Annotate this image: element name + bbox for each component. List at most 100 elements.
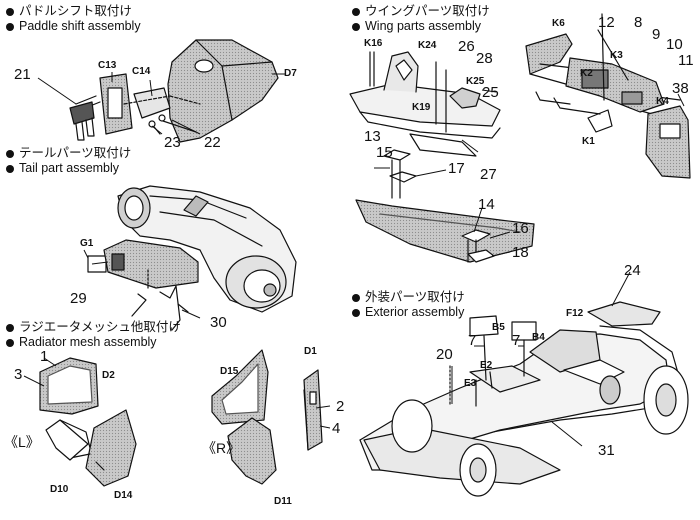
paddle-part-c14	[133, 87, 171, 119]
section-radiator-mesh: ラジエータメッシュ他取付け Radiator mesh assembly	[6, 320, 181, 350]
part-label: 13	[364, 128, 381, 145]
section-title-jp: ラジエータメッシュ他取付け	[19, 320, 181, 334]
side-label-right: 《R》	[202, 440, 241, 456]
front-wing-drawing	[525, 13, 691, 179]
section-title-jp: 外装パーツ取付け	[365, 290, 465, 304]
part-code: D1	[304, 346, 317, 357]
part-code: D15	[220, 366, 239, 377]
endplate-k6	[525, 33, 573, 75]
part-code: E3	[464, 378, 477, 389]
section-title-jp: テールパーツ取付け	[19, 146, 132, 160]
part-label: 8	[634, 14, 643, 31]
part-code: K4	[656, 96, 669, 107]
paddle-21	[69, 101, 95, 125]
part-label: 15	[376, 144, 393, 161]
part-label: 4	[332, 420, 341, 437]
part-code: K24	[418, 40, 437, 51]
bullet-icon	[352, 22, 360, 31]
part-code: K2	[580, 68, 593, 79]
tail-30	[159, 285, 181, 331]
part-label: 7	[468, 332, 477, 349]
part-label: 38	[672, 80, 689, 97]
rear-wing-mainplane	[355, 199, 535, 263]
part-label: 31	[598, 442, 615, 459]
bullet-icon	[352, 308, 360, 317]
section-title-en: Paddle shift assembly	[19, 19, 141, 33]
section-tail-part: テールパーツ取付け Tail part assembly	[6, 146, 131, 176]
part-code: K6	[552, 18, 565, 29]
part-code: K16	[364, 38, 383, 49]
part-code: K25	[466, 76, 485, 87]
part-label: 29	[70, 290, 87, 307]
part-label: 11	[678, 52, 694, 69]
section-wing-parts: ウイングパーツ取付け Wing parts assembly	[352, 4, 490, 34]
part-code: K19	[412, 102, 431, 113]
part-code: K1	[582, 136, 595, 147]
part-code: G1	[80, 238, 94, 249]
bullet-icon	[6, 164, 14, 173]
bullet-icon	[352, 293, 360, 302]
part-label: 10	[666, 36, 683, 53]
part-label: 25	[482, 84, 499, 101]
part-code: C13	[98, 60, 117, 71]
part-label: 14	[478, 196, 495, 213]
radiator-mesh-right-drawing	[211, 349, 323, 485]
part-label: 18	[512, 244, 529, 261]
section-exterior: 外装パーツ取付け Exterior assembly	[352, 290, 465, 320]
part-code: D10	[50, 484, 69, 495]
duct-d11	[227, 417, 277, 485]
part-label: 2	[336, 398, 345, 415]
exterior-car-drawing	[359, 301, 689, 497]
section-title-en: Wing parts assembly	[365, 19, 482, 33]
part-label: 7	[512, 332, 521, 349]
part-code: K3	[610, 50, 623, 61]
part-code: F12	[566, 308, 584, 319]
part-label: 23	[164, 134, 181, 151]
section-title-en: Tail part assembly	[19, 161, 120, 175]
bullet-icon	[6, 338, 14, 347]
part-label: 28	[476, 50, 493, 67]
rear-wing-f12	[587, 301, 661, 327]
part-label: 26	[458, 38, 475, 55]
endplate-k4	[645, 105, 691, 179]
part-label: 3	[14, 366, 23, 383]
wing-parts-drawing	[349, 51, 535, 263]
part-label: 24	[624, 262, 641, 279]
part-label: 20	[436, 346, 453, 363]
tail-part-29	[103, 239, 199, 289]
bullet-icon	[6, 7, 14, 16]
bullet-icon	[6, 323, 14, 332]
part-label: 27	[480, 166, 497, 183]
part-label: 21	[14, 66, 31, 83]
part-code: B4	[532, 332, 545, 343]
part-code: D2	[102, 370, 115, 381]
duct-d14	[85, 409, 137, 487]
bullet-icon	[6, 22, 14, 31]
section-title-en: Exterior assembly	[365, 305, 465, 319]
part-code: D7	[284, 68, 297, 79]
part-label: 30	[210, 314, 227, 331]
section-paddle-shift: パドルシフト取付け Paddle shift assembly	[6, 4, 141, 34]
part-label: 12	[598, 14, 615, 31]
paddle-shift-drawing	[69, 39, 279, 143]
part-label: 16	[512, 220, 529, 237]
wing-flap-k2	[565, 57, 665, 113]
tail-part-drawing	[87, 185, 297, 331]
side-label-left: 《L》	[4, 434, 40, 450]
bullet-icon	[352, 7, 360, 16]
part-code: C14	[132, 66, 151, 77]
part-label: 1	[40, 348, 49, 365]
section-title-en: Radiator mesh assembly	[19, 335, 157, 349]
section-title-jp: パドルシフト取付け	[19, 4, 132, 18]
part-code: E2	[480, 360, 493, 371]
radiator-mesh-left-drawing	[39, 357, 137, 487]
part-label: 9	[652, 26, 661, 43]
part-label: 22	[204, 134, 221, 151]
part-code: B5	[492, 322, 505, 333]
bullet-icon	[6, 149, 14, 158]
part-code: D11	[274, 496, 292, 507]
part-code: D14	[114, 490, 133, 501]
section-title-jp: ウイングパーツ取付け	[365, 4, 490, 18]
part-label: 17	[448, 160, 465, 177]
